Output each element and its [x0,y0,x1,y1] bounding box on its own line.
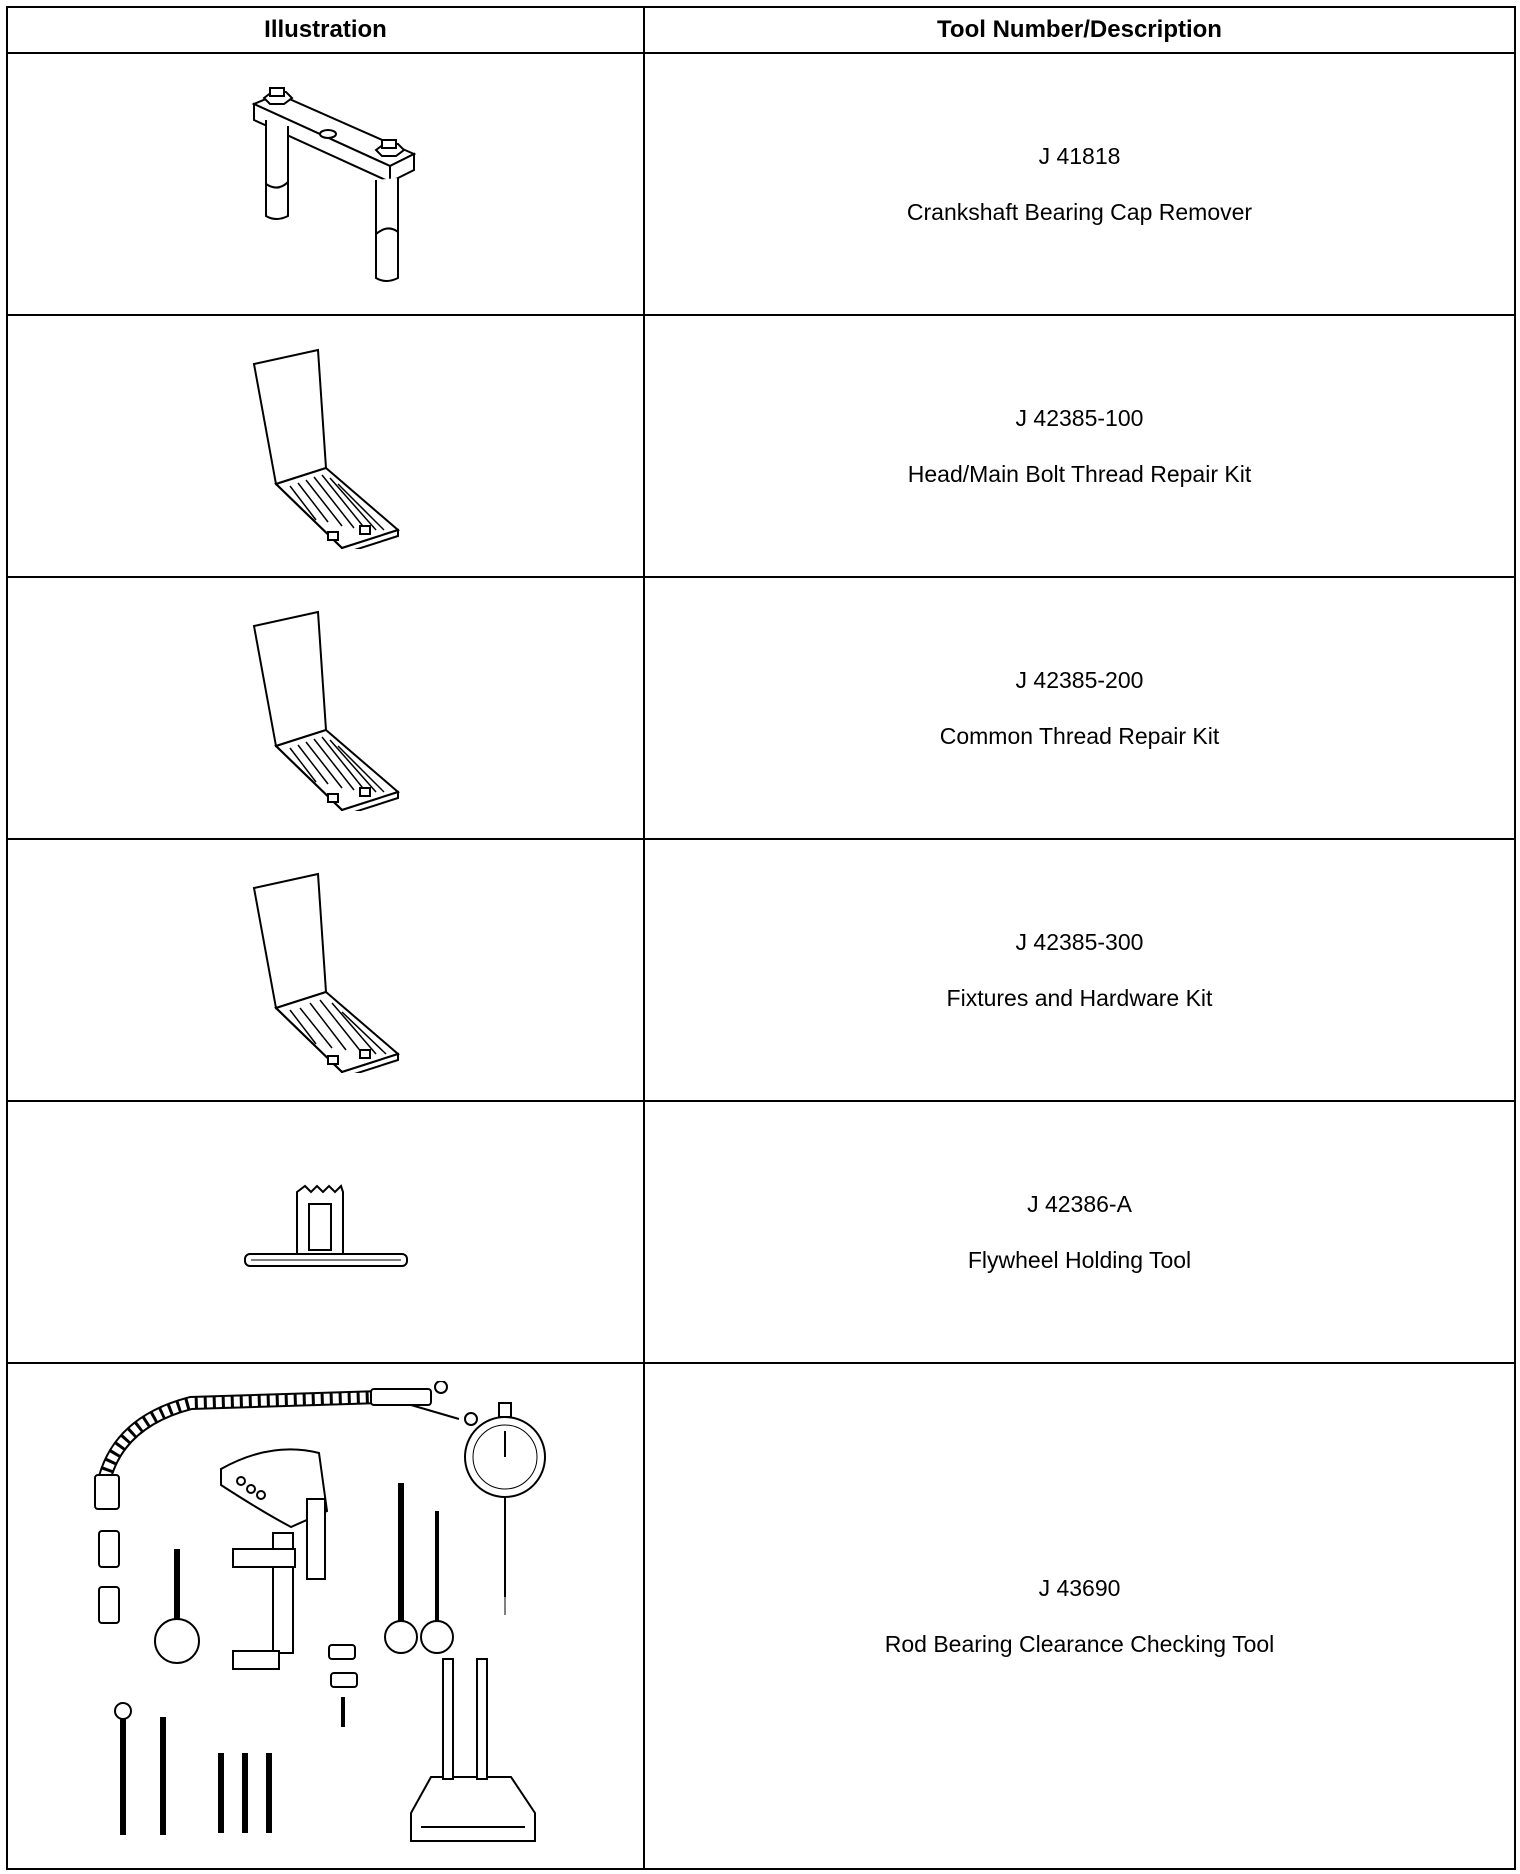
tool-description: Head/Main Bolt Thread Repair Kit [907,460,1252,487]
tool-description-cell: J 42385-100 Head/Main Bolt Thread Repair… [643,314,1516,578]
tool-number: J 43690 [1038,1574,1121,1601]
illustration-cell [6,1100,645,1364]
hardware-kit-case-icon [246,868,406,1073]
tool-description-cell: J 43690 Rod Bearing Clearance Checking T… [643,1362,1516,1870]
table-row: J 42385-300 Fixtures and Hardware Kit [6,838,1516,1102]
tool-description: Common Thread Repair Kit [939,722,1220,749]
tool-description-cell: J 42385-300 Fixtures and Hardware Kit [643,838,1516,1102]
tool-header: Tool Number/Description [643,6,1516,54]
tool-number: J 42385-100 [1015,404,1144,431]
tool-description-cell: J 42385-200 Common Thread Repair Kit [643,576,1516,840]
illustration-cell [6,314,645,578]
tool-description: Fixtures and Hardware Kit [946,984,1213,1011]
thread-repair-kit-case-icon [246,606,406,811]
thread-repair-kit-case-icon [246,344,406,549]
table-row: J 42385-100 Head/Main Bolt Thread Repair… [6,314,1516,578]
tool-description: Flywheel Holding Tool [967,1246,1192,1273]
flywheel-holding-tool-icon [241,1182,411,1282]
tool-number: J 42386-A [1027,1190,1132,1217]
table-row: J 42386-A Flywheel Holding Tool [6,1100,1516,1364]
special-tools-table: Illustration Tool Number/Description [6,6,1516,1870]
illustration-cell [6,1362,645,1870]
tool-description: Rod Bearing Clearance Checking Tool [884,1630,1275,1657]
tool-number: J 41818 [1038,142,1121,169]
tool-number: J 42385-200 [1015,666,1144,693]
table-row: J 42385-200 Common Thread Repair Kit [6,576,1516,840]
illustration-cell [6,576,645,840]
illustration-header: Illustration [6,6,645,54]
tool-description-cell: J 41818 Crankshaft Bearing Cap Remover [643,52,1516,316]
table-row: J 41818 Crankshaft Bearing Cap Remover [6,52,1516,316]
table-row: J 43690 Rod Bearing Clearance Checking T… [6,1362,1516,1870]
header-row: Illustration Tool Number/Description [6,6,1516,54]
illustration-cell [6,838,645,1102]
tool-number: J 42385-300 [1015,928,1144,955]
rod-bearing-checking-tool-icon [81,1381,571,1851]
tool-description-cell: J 42386-A Flywheel Holding Tool [643,1100,1516,1364]
illustration-cell [6,52,645,316]
tool-description: Crankshaft Bearing Cap Remover [906,198,1253,225]
bearing-cap-remover-icon [226,84,426,284]
